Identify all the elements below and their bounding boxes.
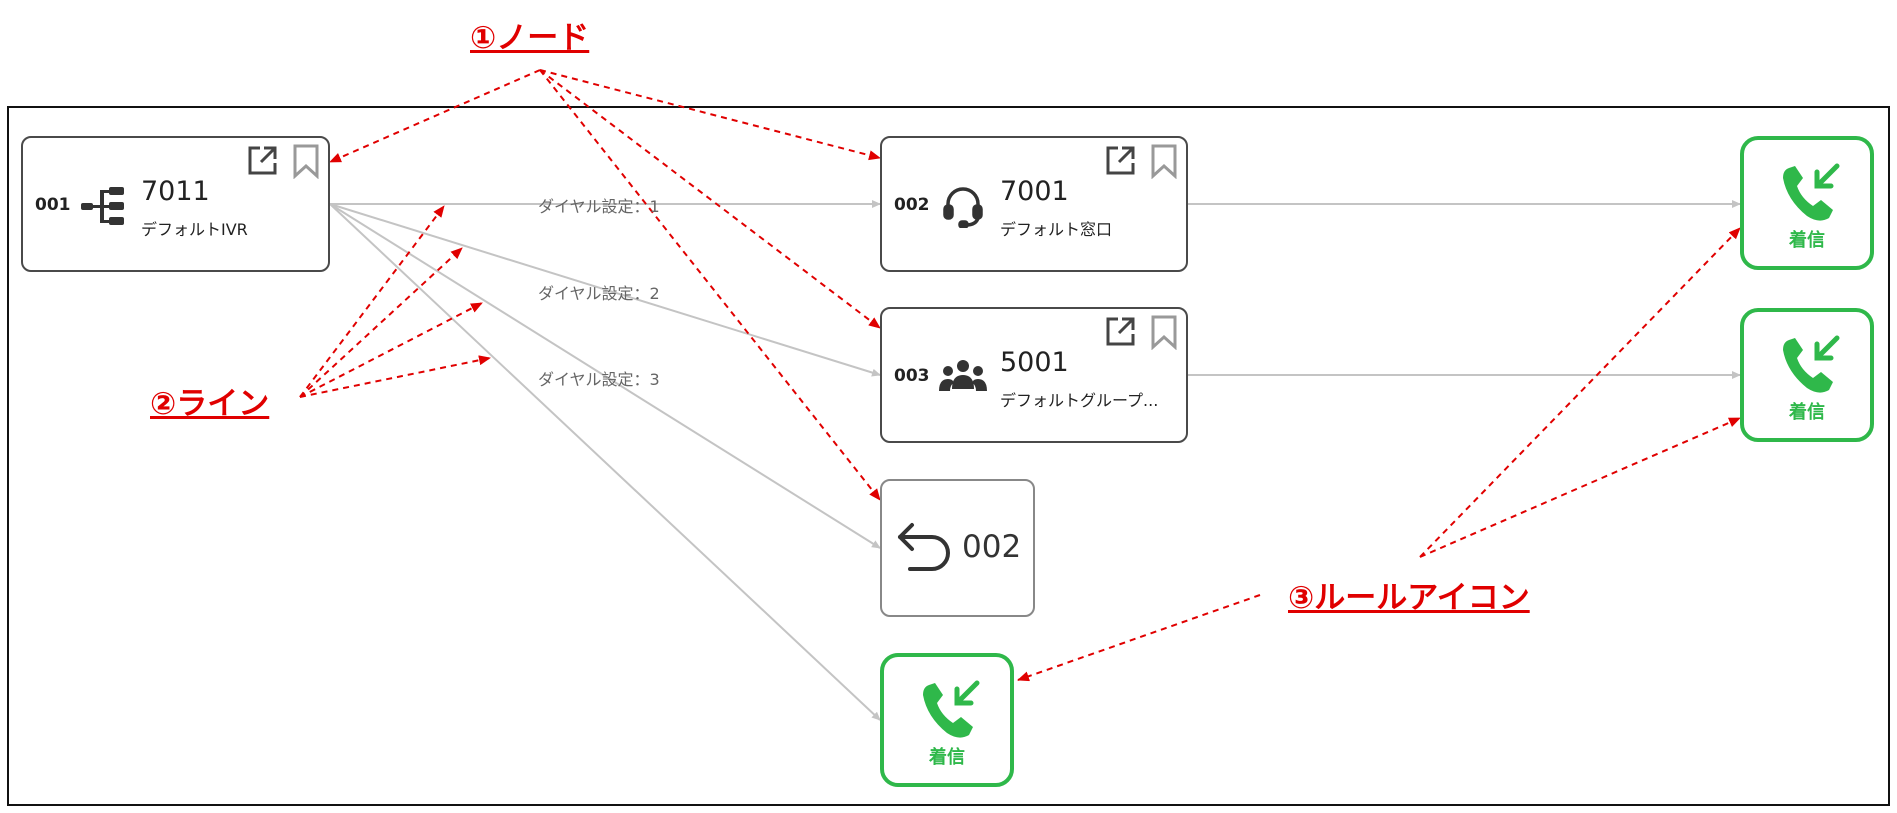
callout-line: ②ライン xyxy=(150,386,270,422)
node-number: 001 xyxy=(35,195,71,215)
node-number: 003 xyxy=(894,366,930,386)
callout-arrow xyxy=(1419,417,1741,558)
callout-arrow xyxy=(1017,594,1261,682)
callout-arrow xyxy=(539,69,881,329)
node-name: デフォルトグループ... xyxy=(1000,391,1159,410)
rule-label: 着信 xyxy=(1789,402,1825,423)
node-extension: 5001 xyxy=(1000,347,1069,378)
node-extension: 7001 xyxy=(1000,176,1069,207)
edge-label-dial-2: ダイヤル設定：2 xyxy=(538,284,660,303)
open-external-icon[interactable] xyxy=(1103,315,1137,353)
callout-node: ①ノード xyxy=(470,20,590,56)
callout-arrow xyxy=(539,69,881,161)
return-target: 002 xyxy=(962,529,1022,565)
node-002-queue[interactable]: 002 7001 デフォルト窓口 xyxy=(880,136,1188,272)
bookmark-icon[interactable] xyxy=(1150,314,1178,354)
callout-arrow xyxy=(1419,227,1741,558)
node-number: 002 xyxy=(894,195,930,215)
rule-icon-incoming-2[interactable]: 着信 xyxy=(1740,308,1874,442)
open-external-icon[interactable] xyxy=(1103,144,1137,182)
bookmark-icon[interactable] xyxy=(1150,143,1178,183)
node-name: デフォルト窓口 xyxy=(1000,220,1113,239)
open-external-icon[interactable] xyxy=(245,144,279,182)
headset-icon xyxy=(940,182,986,232)
rule-icon-incoming-3[interactable]: 着信 xyxy=(880,653,1014,787)
bookmark-icon[interactable] xyxy=(292,143,320,183)
node-001-ivr[interactable]: 001 7011 デフォルトIVR xyxy=(21,136,330,272)
callout-arrow xyxy=(329,69,541,163)
callout-rule-icon: ③ルールアイコン xyxy=(1288,580,1530,616)
return-arrow-icon xyxy=(894,519,956,583)
edge-label-dial-1: ダイヤル設定：1 xyxy=(538,197,660,216)
node-name: デフォルトIVR xyxy=(141,220,248,239)
node-extension: 7011 xyxy=(141,176,210,207)
callout-arrow xyxy=(299,355,491,398)
line-001-to-return[interactable] xyxy=(329,203,881,549)
callout-arrow xyxy=(539,69,881,501)
group-icon xyxy=(938,357,988,401)
line-001-to-rule[interactable] xyxy=(329,203,881,721)
edge-label-dial-3: ダイヤル設定：3 xyxy=(538,370,660,389)
rule-icon-incoming-1[interactable]: 着信 xyxy=(1740,136,1874,270)
ivr-tree-icon xyxy=(79,182,127,234)
line-001-to-003[interactable] xyxy=(329,203,881,377)
node-return[interactable]: 002 xyxy=(880,479,1035,617)
node-003-group[interactable]: 003 5001 デフォルトグループ... xyxy=(880,307,1188,443)
callout-arrow xyxy=(299,302,483,398)
flow-canvas xyxy=(7,106,1890,806)
callout-arrow xyxy=(299,205,445,398)
rule-label: 着信 xyxy=(1789,230,1825,251)
callout-arrow xyxy=(299,247,463,398)
rule-label: 着信 xyxy=(929,747,965,768)
